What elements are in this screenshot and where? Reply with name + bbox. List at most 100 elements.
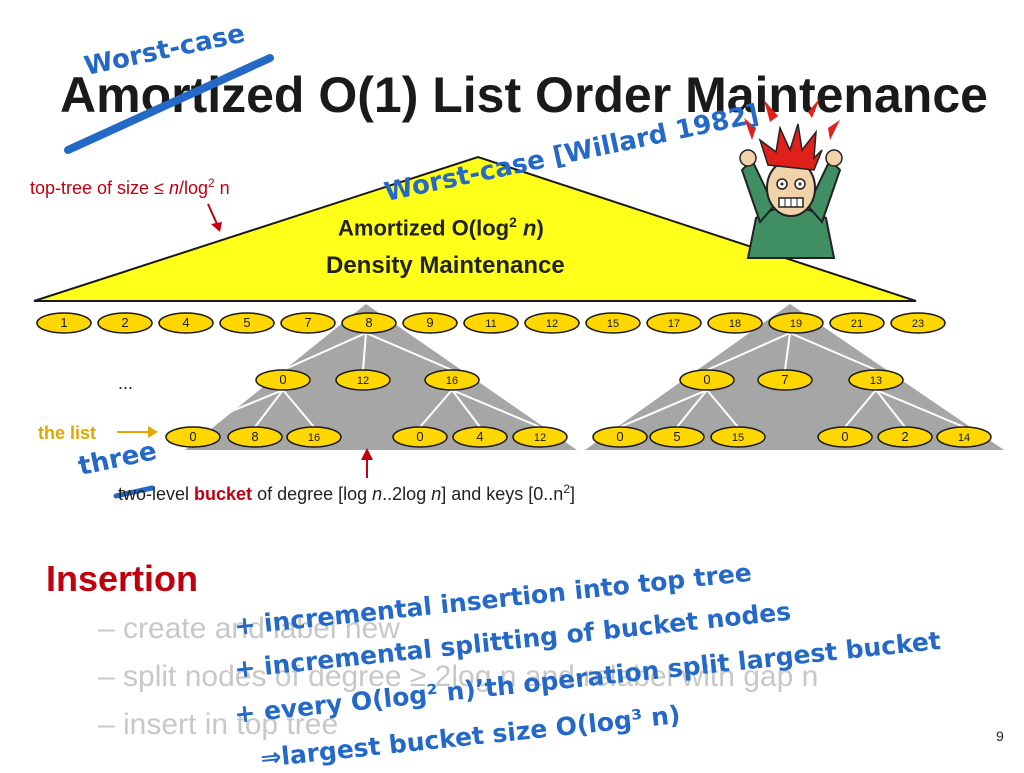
bucket-level2-node-label: 0 [416,429,423,444]
tree-edge [676,389,708,428]
tree-edge [789,332,877,371]
bucket-level2-node-label: 0 [616,429,623,444]
tree-edge [706,389,739,428]
top-tree-density-label: Density Maintenance [326,252,565,279]
bucket-level1-node-label: 16 [446,375,458,387]
tree-edge [419,389,453,428]
two-strike-line [113,485,155,499]
list-node: 12 [524,312,580,334]
list-node-label: 19 [790,318,802,330]
top-tree-complexity: Amortized O(log2 n) [338,214,544,241]
list-node-label: 4 [182,315,189,330]
tree-edge [875,389,965,428]
tree-edge [451,389,481,428]
bucket-level1-node-label: 0 [703,372,710,387]
bucket-level2-node: 0 [165,426,221,448]
list-node: 2 [97,312,153,334]
top-tree-triangle [33,155,917,302]
list-node-label: 2 [121,315,128,330]
insertion-bullet-1: – create and label new [98,612,400,645]
bucket-level2-node-label: 16 [308,432,320,444]
insertion-bullet-2: – split nodes of degree ≥ 2log n and rel… [98,660,819,693]
list-node-label: 15 [607,318,619,330]
list-node-label: 23 [912,318,924,330]
bucket-level2-node: 5 [649,426,705,448]
bucket-level2-node: 8 [227,426,283,448]
title-strike-line [64,54,274,154]
bucket-level2-node-label: 12 [534,432,546,444]
list-node-label: 1 [60,315,67,330]
list-node-label: 21 [851,318,863,330]
bucket-level2-node-label: 8 [251,429,258,444]
list-node: 8 [341,312,397,334]
bucket-level1-node-label: 7 [781,372,788,387]
list-node-label: 9 [426,315,433,330]
tree-edge [706,332,791,371]
bucket-level2-node: 0 [392,426,448,448]
list-node-label: 7 [304,315,311,330]
bucket-level2-node-label: 5 [673,429,680,444]
bucket-level2-node: 15 [710,426,766,448]
list-node-label: 11 [485,318,496,330]
list-node-label: 12 [546,318,558,330]
bucket-level1-node-label: 0 [279,372,286,387]
bucket-level2-node-label: 0 [841,429,848,444]
tree-edge [844,389,877,428]
top-tree-size-note: top-tree of size ≤ n/log2 n [30,176,230,198]
frustrated-person-icon [739,98,843,259]
bucket-level2-node: 0 [817,426,873,448]
insertion-bullet-3: – insert in top tree [98,708,339,741]
list-node: 5 [219,312,275,334]
bucket-level2-node-label: 2 [901,429,908,444]
bucket-level1-node-label: 12 [357,375,369,387]
list-node-label: 18 [729,318,741,330]
bucket-level2-node: 2 [877,426,933,448]
list-node: 11 [463,312,519,334]
tree-edge [875,389,906,428]
list-node: 21 [829,312,885,334]
bucket-arrow-head [361,448,373,460]
list-node-label: 5 [243,315,250,330]
bucket-level2-node-label: 0 [189,429,196,444]
bucket-level1-node-label: 13 [870,375,882,387]
list-node: 7 [280,312,336,334]
top-tree-arrow-head [211,222,222,232]
list-node-label: 8 [365,315,372,330]
bucket-level1-node: 16 [424,369,480,391]
bucket-level2-node-label: 4 [476,429,483,444]
tree-edge [619,389,708,428]
bucket-level1-node: 0 [255,369,311,391]
list-node: 17 [646,312,702,334]
the-list-label: the list [38,423,97,443]
list-node-label: 17 [668,318,680,330]
bucket-level1-node: 13 [848,369,904,391]
list-node: 4 [158,312,214,334]
list-node: 18 [707,312,763,334]
list-node: 1 [36,312,92,334]
bucket-level2-node: 16 [286,426,342,448]
bucket-level2-node-label: 14 [958,432,970,444]
bucket-description: two-level bucket of degree [log n..2log … [118,482,576,504]
tree-edge [451,389,541,428]
bucket-level1-node: 12 [335,369,391,391]
tree-edge [282,332,367,371]
tree-edge [282,389,315,428]
tree-edge [192,389,284,428]
bucket-edges [192,332,965,428]
list-node: 19 [768,312,824,334]
bucket-level1-node: 0 [679,369,735,391]
tree-edge [784,332,791,371]
tree-edge [362,332,367,371]
top-tree-arrow-shaft [207,203,218,225]
bucket-level2-node-label: 15 [732,432,744,444]
list-node: 23 [890,312,946,334]
tree-edge [365,332,453,371]
bucket-level1-node: 7 [757,369,813,391]
the-list-arrow-head [148,426,158,438]
list-node: 15 [585,312,641,334]
tree-edge [254,389,284,428]
bucket-level2-node: 14 [936,426,992,448]
bucket-level2-node: 0 [592,426,648,448]
